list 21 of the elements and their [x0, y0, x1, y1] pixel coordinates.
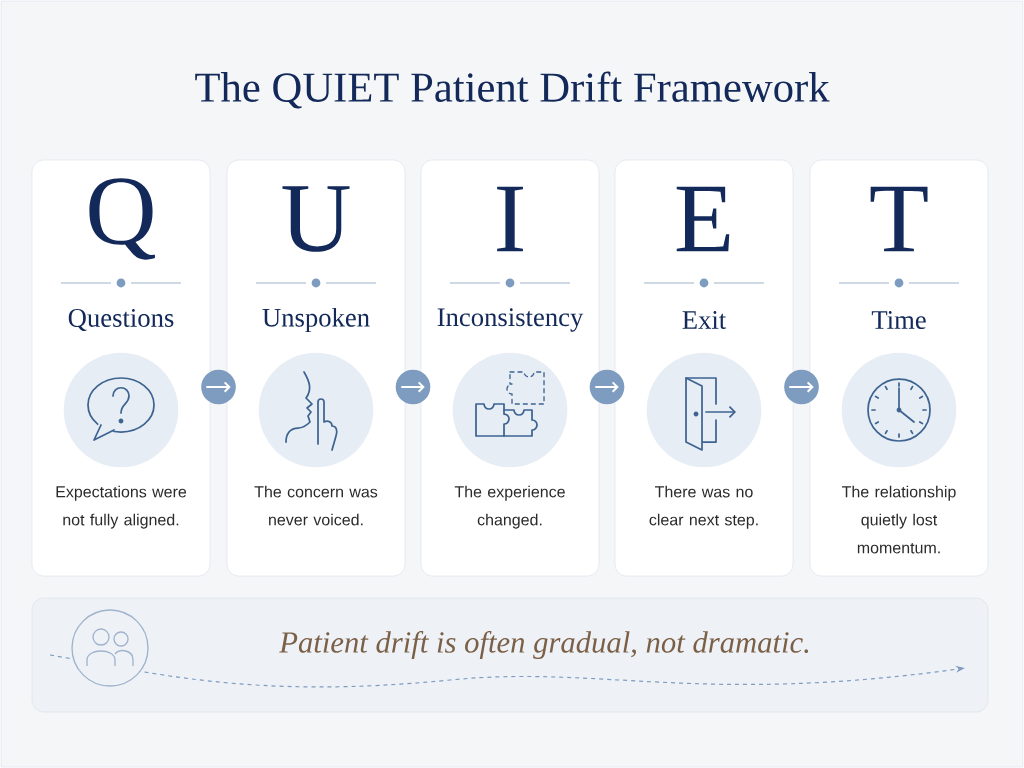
card-letter: T: [870, 186, 928, 252]
card-heading: Inconsistency: [437, 308, 584, 332]
arrow-badge: [201, 369, 236, 405]
arrow-badge: [589, 369, 625, 405]
card-heading: Unspoken: [262, 307, 370, 333]
card-heading: Time: [871, 311, 926, 329]
arrow-badge: [395, 369, 431, 405]
card-description: Expectations were not fully aligned.: [56, 485, 187, 529]
card-description: There was no clear next step.: [649, 485, 758, 529]
card-letter: E: [676, 186, 730, 252]
card-description: The concern was never voiced.: [254, 485, 378, 526]
card-heading: Questions: [68, 309, 174, 331]
title: The QUIET Patient Drift Framework: [195, 71, 830, 109]
card-description: The relationship quietly lost momentum.: [842, 485, 956, 554]
card-letter: U: [282, 186, 350, 252]
arrow-badge: [784, 369, 819, 405]
card-letter: Q: [89, 178, 155, 260]
card-heading: Exit: [682, 311, 727, 329]
quote: Patient drift is often gradual, not dramatic.: [279, 630, 809, 660]
card-letter: I: [497, 186, 523, 252]
card-description: The experience changed.: [454, 485, 565, 529]
